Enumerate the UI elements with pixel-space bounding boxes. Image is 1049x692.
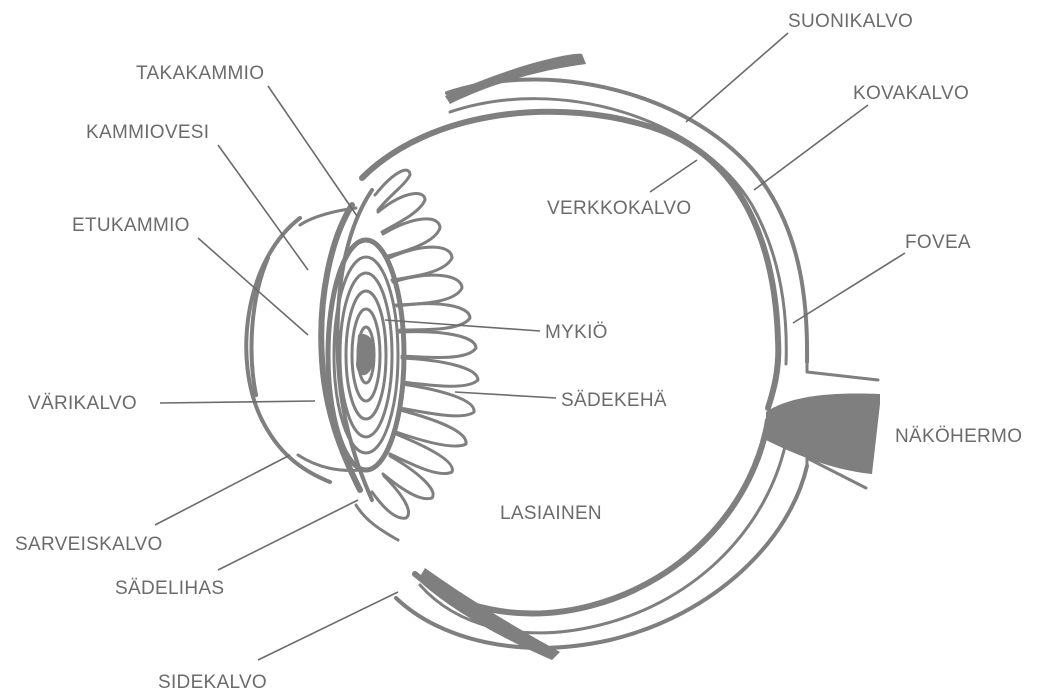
- label-kovakalvo: KOVAKALVO: [853, 83, 969, 104]
- label-takakammio: TAKAKAMMIO: [136, 63, 264, 84]
- label-verkkokalvo: VERKKOKALVO: [547, 198, 691, 219]
- label-suonikalvo: SUONIKALVO: [788, 11, 913, 32]
- leader-fovea: [793, 253, 905, 323]
- leader-sadelihas: [218, 500, 358, 570]
- label-lasiainen: LASIAINEN: [500, 503, 602, 524]
- label-sidekalvo: SIDEKALVO: [158, 672, 267, 692]
- leader-kammiovesi: [218, 145, 308, 270]
- label-sarveiskalvo: SARVEISKALVO: [15, 534, 163, 555]
- leader-varikalvo: [160, 401, 315, 403]
- leader-verkkokalvo: [650, 160, 697, 192]
- leader-sadekeha: [455, 392, 556, 398]
- ciliary-processes: [372, 170, 478, 518]
- leader-sarveiskalvo: [155, 455, 290, 525]
- leader-suonikalvo: [686, 33, 788, 122]
- leader-lines: [155, 33, 905, 660]
- label-mykio: MYKIÖ: [545, 322, 608, 343]
- cornea: [246, 218, 330, 482]
- label-etukammio: ETUKAMMIO: [72, 215, 190, 236]
- label-varikalvo: VÄRIKALVO: [28, 393, 137, 414]
- lens: [328, 240, 404, 470]
- leader-sidekalvo: [258, 592, 398, 660]
- ciliary-region: [298, 190, 398, 540]
- optic-nerve: [766, 362, 880, 488]
- label-sadelihas: SÄDELIHAS: [115, 578, 224, 599]
- label-fovea: FOVEA: [905, 232, 971, 253]
- label-kammiovesi: KAMMIOVESI: [86, 122, 209, 143]
- leader-kovakalvo: [754, 105, 868, 190]
- label-sadekeha: SÄDEKEHÄ: [561, 390, 667, 411]
- retina-wall: [362, 112, 778, 614]
- leader-takakammio: [268, 86, 357, 216]
- label-nakohermo: NÄKÖHERMO: [895, 426, 1022, 447]
- eyeball-drawing: [246, 54, 880, 660]
